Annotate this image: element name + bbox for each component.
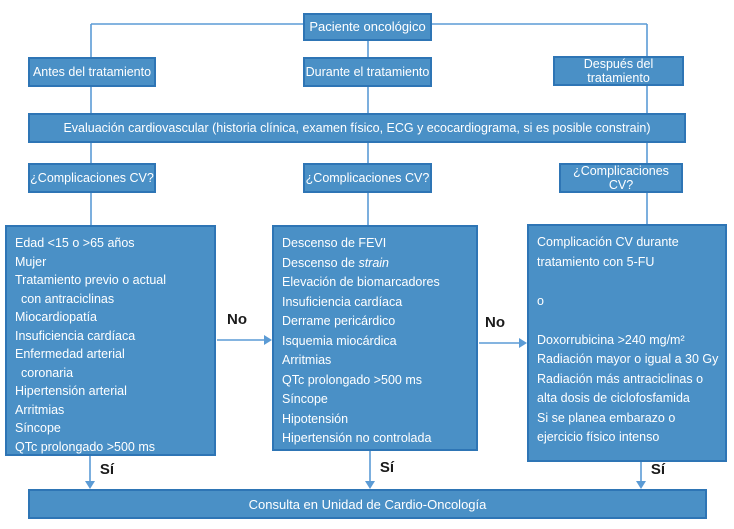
risk-item: Hipertensión no controlada xyxy=(282,429,471,449)
risk-item: o xyxy=(537,292,720,312)
risk-item: Arritmias xyxy=(15,401,209,420)
node-despues-del-tratamiento: Después del tratamiento xyxy=(553,56,684,86)
text-segment: alta dosis de ciclofosfamida xyxy=(537,391,690,405)
text-segment: Descenso de FEVI xyxy=(282,236,387,250)
risk-item: Edad <15 o >65 años xyxy=(15,234,209,253)
yes-arrow-2-head xyxy=(365,481,375,489)
text-segment: Si se planea embarazo o xyxy=(537,410,676,425)
text-segment: tratamiento con 5-FU xyxy=(537,254,655,269)
risk-item: Doxorrubicina >240 mg/m² xyxy=(537,331,720,351)
edge-label-si-1: Sí xyxy=(99,461,115,478)
risk-item: Insuficiencia cardíaca xyxy=(15,327,209,346)
risk-item: Derrame pericárdico xyxy=(282,312,471,332)
risk-item: Mujer xyxy=(15,253,209,272)
node-paciente-oncologico: Paciente oncológico xyxy=(303,13,432,41)
risk-item: ejercicio físico intenso xyxy=(537,428,720,448)
text-segment-italic: strain xyxy=(358,255,390,270)
text-segment: Descenso de xyxy=(282,255,359,270)
risk-item: Tratamiento previo o actual xyxy=(15,271,209,290)
edge-label-no-2: No xyxy=(485,314,505,331)
node-complicaciones-cv-antes: ¿Complicaciones CV? xyxy=(28,163,156,193)
text-segment: ) xyxy=(646,121,651,135)
risk-item: Radiación más antraciclinas o xyxy=(537,370,720,390)
text-segment: con antraciclinas xyxy=(21,291,115,306)
node-complicaciones-cv-durante: ¿Complicaciones CV? xyxy=(303,163,432,193)
risk-item: Si se planea embarazo o xyxy=(537,409,720,429)
text-segment: Síncope xyxy=(282,392,328,406)
text-segment: Elevación de biomarcadores xyxy=(282,275,440,289)
text-segment: coronaria xyxy=(21,365,74,380)
yes-arrow-3-head xyxy=(636,481,646,489)
text-segment: Doxorrubicina >240 mg/m² xyxy=(537,332,685,347)
edge-label-si-3: Sí xyxy=(650,461,666,478)
node-consulta-cardio-oncologia: Consulta en Unidad de Cardio-Oncología xyxy=(28,489,707,519)
risk-item: Isquemia miocárdica xyxy=(282,332,471,352)
node-risk-factors-despues: Complicación CV durante tratamiento con 5… xyxy=(527,224,727,462)
text-segment: QTc prolongado >500 ms xyxy=(15,439,156,454)
text-segment: Isquemia miocárdica xyxy=(282,333,397,348)
risk-item: Insuficiencia cardíaca xyxy=(282,293,471,313)
text-segment: Arritmias xyxy=(15,402,65,417)
text-segment: Radiación mayor o igual a 30 Gy xyxy=(537,352,719,366)
yes-arrow-1-head xyxy=(85,481,95,489)
risk-item: Descenso de strain xyxy=(282,254,471,274)
node-complicaciones-cv-despues: ¿Complicaciones CV? xyxy=(559,163,683,193)
edge-label-si-2: Sí xyxy=(379,459,395,476)
risk-item: QTc prolongado >500 ms xyxy=(15,438,209,455)
text-segment: Derrame pericárdico xyxy=(282,314,396,328)
text-segment: ejercicio físico intenso xyxy=(537,430,660,444)
text-segment: Hipertensión arterial xyxy=(15,384,127,398)
text-segment: Insuficiencia cardíaca xyxy=(15,328,136,343)
text-segment: Mujer xyxy=(15,254,47,269)
risk-item: Hipotensión xyxy=(282,410,471,430)
text-segment: Evaluación cardiovascular (historia clín… xyxy=(63,121,616,135)
node-evaluacion-cardiovascular: Evaluación cardiovascular (historia clín… xyxy=(28,113,686,143)
risk-item: QTc prolongado >500 ms xyxy=(282,371,471,391)
text-segment: Miocardiopatía xyxy=(15,310,97,324)
text-segment: Hipotensión xyxy=(282,411,349,426)
text-segment: QTc prolongado >500 ms xyxy=(282,372,423,387)
text-segment: Hipertensión no controlada xyxy=(282,431,432,445)
risk-item xyxy=(537,272,720,292)
risk-item: Elevación de biomarcadores xyxy=(282,273,471,293)
node-antes-del-tratamiento: Antes del tratamiento xyxy=(28,57,156,87)
text-segment: Tratamiento previo o actual xyxy=(15,273,167,287)
text-segment: Edad <15 o >65 años xyxy=(15,236,135,250)
edge-label-no-1: No xyxy=(227,311,247,328)
node-durante-el-tratamiento: Durante el tratamiento xyxy=(303,57,432,87)
risk-item: tratamiento con 5-FU xyxy=(537,253,720,273)
risk-item: Radiación mayor o igual a 30 Gy xyxy=(537,350,720,370)
risk-item xyxy=(537,311,720,331)
text-segment-italic: strain xyxy=(615,121,647,135)
text-segment: o xyxy=(537,293,544,308)
no-arrow-1-head xyxy=(264,335,272,345)
risk-item: Enfermedad arterial xyxy=(15,345,209,364)
risk-item: coronaria xyxy=(15,364,209,383)
text-segment: Radiación más antraciclinas o xyxy=(537,371,704,386)
risk-item: Síncope xyxy=(15,419,209,438)
text-segment: Complicación CV durante xyxy=(537,235,679,249)
text-segment: Síncope xyxy=(15,421,61,435)
text-segment: Enfermedad arterial xyxy=(15,347,125,361)
text-segment: Arritmias xyxy=(282,353,332,367)
text-segment: Insuficiencia cardíaca xyxy=(282,294,403,309)
no-arrow-2-head xyxy=(519,338,527,348)
risk-item: Complicación CV durante xyxy=(537,233,720,253)
risk-item: Hipertensión arterial xyxy=(15,382,209,401)
risk-item: con antraciclinas xyxy=(15,290,209,309)
risk-item: Miocardiopatía xyxy=(15,308,209,327)
risk-item: alta dosis de ciclofosfamida xyxy=(537,389,720,409)
risk-item: Descenso de FEVI xyxy=(282,234,471,254)
risk-item: Arritmias xyxy=(282,351,471,371)
risk-item: Síncope xyxy=(282,390,471,410)
